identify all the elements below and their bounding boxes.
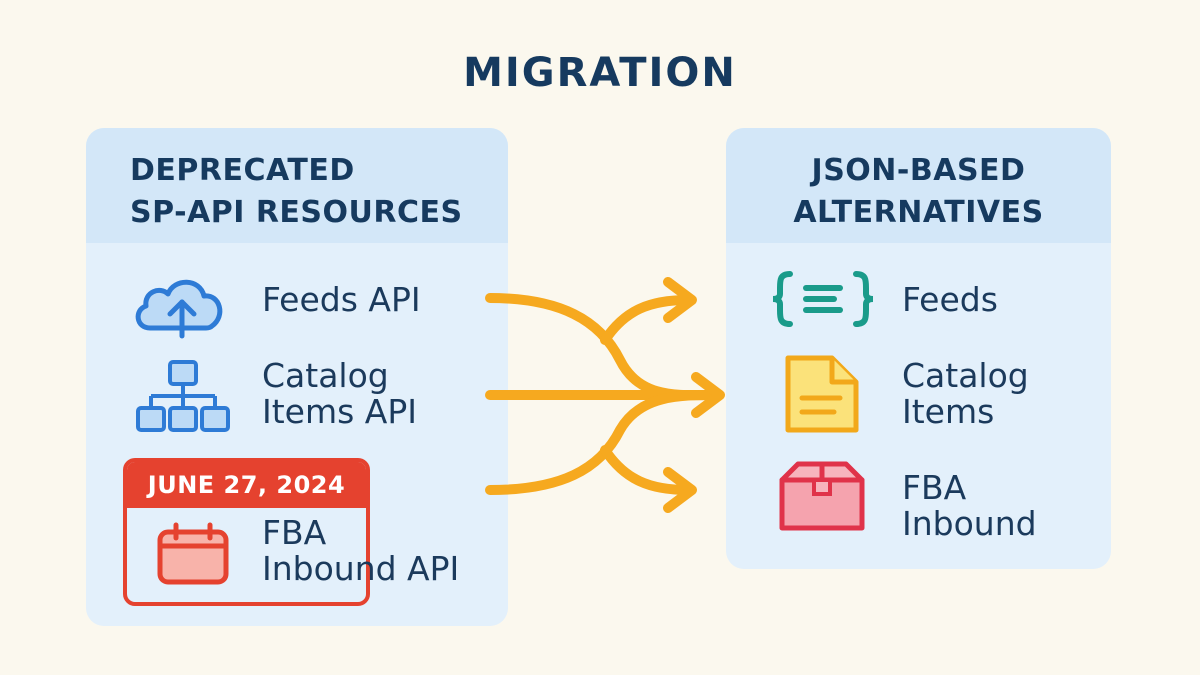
box-icon [779,461,865,531]
deprecated-panel-header: DEPRECATED SP-API RESOURCES [86,128,508,243]
alternatives-heading: JSON-BASED ALTERNATIVES [726,150,1111,234]
left-item-feeds-api: Feeds API [262,282,421,318]
cloud-upload-icon [135,279,223,339]
alternatives-panel: JSON-BASED ALTERNATIVES [726,128,1111,569]
right-item-catalog-line1: Catalog [902,356,1029,395]
hierarchy-icon [136,360,230,432]
arrowhead-middle [691,372,725,418]
alternatives-heading-line1: JSON-BASED [811,153,1026,188]
right-item-fba-line2: Inbound [902,504,1037,543]
right-item-feeds-line1: Feeds [902,280,998,319]
alternatives-heading-line2: ALTERNATIVES [793,195,1044,230]
right-item-catalog-line2: Items [902,392,995,431]
document-icon [785,355,859,433]
json-braces-icon [772,271,874,327]
right-item-fba-line1: FBA [902,468,967,507]
deprecated-panel: DEPRECATED SP-API RESOURCES [86,128,508,626]
right-item-catalog-items: Catalog Items [902,358,1029,430]
arrowhead-bottom [663,467,697,513]
deprecated-heading-line2: SP-API RESOURCES [130,195,463,230]
left-item-feeds-api-line1: Feeds API [262,280,421,319]
left-item-fba-inbound-api: FBA Inbound API [262,515,459,587]
arrowhead-top [663,277,697,323]
right-item-fba-inbound: FBA Inbound [902,470,1037,542]
calendar-icon [157,522,229,585]
left-item-catalog-items-api: Catalog Items API [262,358,417,430]
diagram-title: MIGRATION [463,50,737,96]
deadline-date: JUNE 27, 2024 [127,462,366,508]
arrow-branch-up [600,295,693,345]
alternatives-panel-header: JSON-BASED ALTERNATIVES [726,128,1111,243]
arrow-branch-down [600,445,693,495]
deprecated-heading: DEPRECATED SP-API RESOURCES [130,150,463,234]
right-item-feeds: Feeds [902,282,998,318]
left-item-catalog-line2: Items API [262,392,418,431]
deprecated-heading-line1: DEPRECATED [130,153,355,188]
arrow-path-bottom [485,390,720,495]
left-item-fba-line2: Inbound API [262,549,460,588]
left-item-fba-line1: FBA [262,513,327,552]
left-item-catalog-line1: Catalog [262,356,389,395]
